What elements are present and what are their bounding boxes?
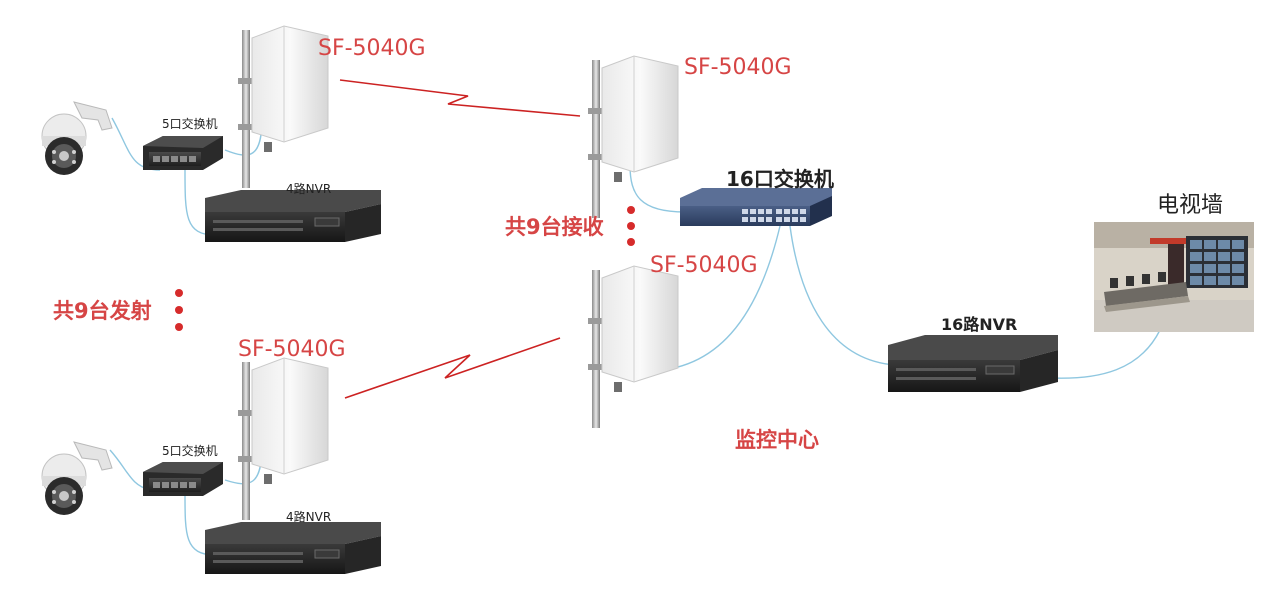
panel-antenna-icon xyxy=(237,357,329,521)
panel-antenna-icon xyxy=(587,265,679,429)
label-switch5-b: 5口交换机 xyxy=(162,443,218,458)
label-nvr4-a: 4路NVR xyxy=(286,181,331,196)
network-switch-icon xyxy=(143,462,223,496)
panel-antenna-icon xyxy=(587,55,679,219)
ptz-camera-icon xyxy=(41,101,113,176)
wireless-link-icon xyxy=(339,79,581,117)
label-switch5-a: 5口交换机 xyxy=(162,116,218,131)
more-transmitters-dots xyxy=(175,289,183,331)
label-nvr4-b: 4路NVR xyxy=(286,509,331,524)
label-transmitters: 共9台发射 xyxy=(53,299,152,323)
label-antenna-tx2: SF-5040G xyxy=(238,337,346,362)
label-monitor-center: 监控中心 xyxy=(735,428,819,452)
label-receivers: 共9台接收 xyxy=(505,215,604,239)
cable-nvr16-tvwall xyxy=(1049,329,1161,379)
nvr-recorder-icon xyxy=(204,189,382,243)
cable-rx1-switch16 xyxy=(629,164,686,213)
label-tv-wall: 电视墙 xyxy=(1157,193,1223,218)
network-switch-icon xyxy=(680,188,832,226)
label-antenna-rx2: SF-5040G xyxy=(650,253,758,278)
nvr-recorder-icon xyxy=(888,335,1058,392)
wireless-link-icon xyxy=(344,337,561,399)
wireless-links xyxy=(339,79,581,399)
label-switch16: 16口交换机 xyxy=(726,167,834,191)
ptz-camera-icon xyxy=(41,441,113,516)
label-antenna-rx1: SF-5040G xyxy=(684,55,792,80)
cable-switch16-nvr16 xyxy=(789,225,896,366)
label-nvr16: 16路NVR xyxy=(941,315,1017,334)
video-wall-icon xyxy=(1094,222,1254,332)
label-antenna-tx1: SF-5040G xyxy=(318,36,426,61)
nvr-recorder-icon xyxy=(204,521,382,575)
network-switch-icon xyxy=(143,136,223,170)
panel-antenna-icon xyxy=(237,25,329,189)
more-receivers-dots xyxy=(627,206,635,246)
